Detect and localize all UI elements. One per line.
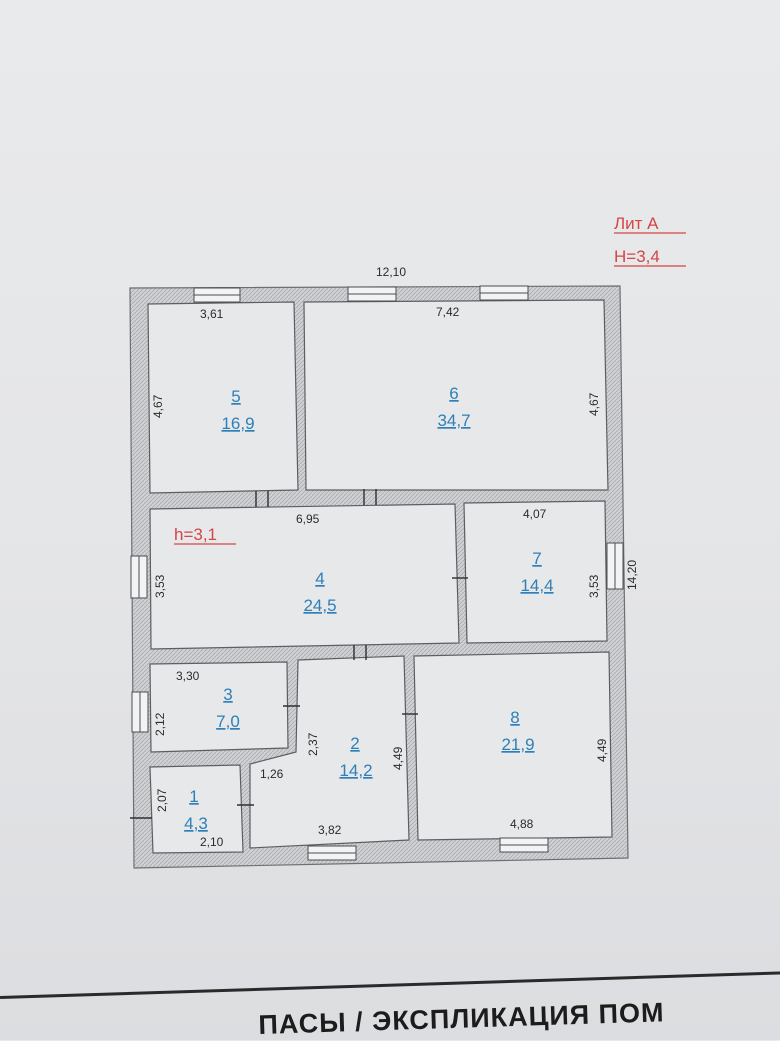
room-3-area: 7,0 <box>216 712 240 731</box>
dim-r8-width: 4,88 <box>510 817 534 831</box>
dim-r8-height: 4,49 <box>595 738 609 762</box>
stamp-lit: Лит А <box>614 214 659 233</box>
room-5-floor <box>147 301 299 494</box>
ceiling-height-note: h=3,1 <box>174 525 217 544</box>
room-6-number: 6 <box>449 384 458 403</box>
dim-r6-width: 7,42 <box>436 305 460 319</box>
room-8-floor <box>413 651 613 841</box>
rooms <box>147 299 613 854</box>
dim-r7-width: 4,07 <box>523 507 547 521</box>
dim-r2-small: 1,26 <box>260 767 284 781</box>
dim-r1-height: 2,07 <box>155 788 169 812</box>
room-7-number: 7 <box>532 549 541 568</box>
overall-depth: 14,20 <box>625 560 639 590</box>
room-6-area: 34,7 <box>437 411 470 430</box>
room-3-number: 3 <box>223 685 232 704</box>
dim-r7-height: 3,53 <box>587 574 601 598</box>
stamp-height: Н=3,4 <box>614 247 660 266</box>
dim-r2-width: 3,82 <box>318 823 342 837</box>
room-1-area: 4,3 <box>184 814 208 833</box>
dim-r6-height: 4,67 <box>587 392 601 416</box>
dim-r1-width: 2,10 <box>200 835 224 849</box>
dim-r5-width: 3,61 <box>200 307 224 321</box>
room-7-floor <box>463 500 608 644</box>
room-5-number: 5 <box>231 387 240 406</box>
room-2-number: 2 <box>350 734 359 753</box>
room-3-floor <box>149 661 289 753</box>
room-1-number: 1 <box>189 787 198 806</box>
room-8-area: 21,9 <box>501 735 534 754</box>
room-6-floor <box>303 299 609 491</box>
room-4-area: 24,5 <box>303 596 336 615</box>
doors <box>130 489 468 819</box>
dim-r2-side: 4,49 <box>391 746 405 770</box>
dim-r4-height: 3,53 <box>153 574 167 598</box>
room-2-area: 14,2 <box>339 761 372 780</box>
overall-width: 12,10 <box>376 265 406 279</box>
windows <box>130 285 624 861</box>
dim-r3-width: 3,30 <box>176 669 200 683</box>
room-labels: 5 16,9 6 34,7 4 24,5 7 14,4 3 7,0 2 14,2… <box>184 384 553 833</box>
room-1-floor <box>149 764 244 854</box>
room-5-area: 16,9 <box>221 414 254 433</box>
room-2-floor <box>249 655 410 849</box>
room-4-floor <box>149 503 460 650</box>
dim-r2-height: 2,37 <box>306 732 320 756</box>
dim-r3-height: 2,12 <box>153 712 167 736</box>
room-4-number: 4 <box>315 569 324 588</box>
room-7-area: 14,4 <box>520 576 553 595</box>
dim-r5-height: 4,67 <box>151 394 165 418</box>
dim-r4-width: 6,95 <box>296 512 320 526</box>
room-8-number: 8 <box>510 708 519 727</box>
